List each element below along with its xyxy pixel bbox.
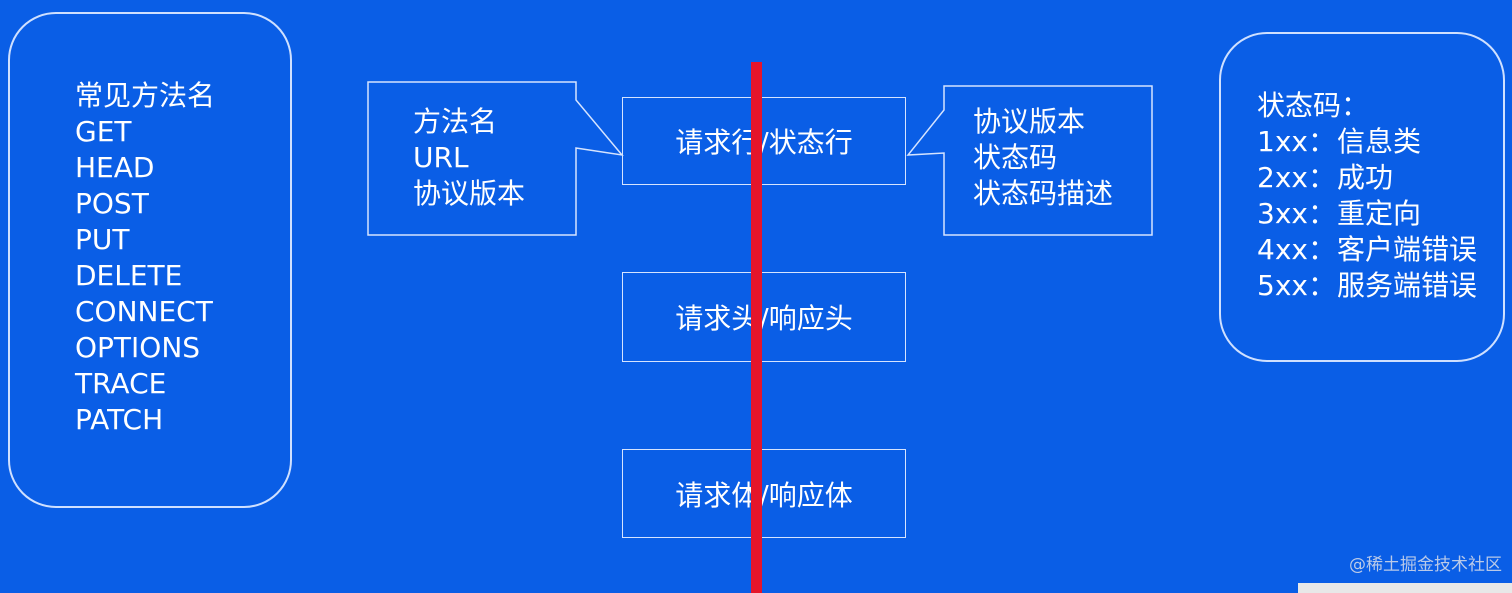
status-code-row: 4xx：客户端错误 <box>1257 232 1477 268</box>
status-code-row: 1xx：信息类 <box>1257 124 1477 160</box>
left-callout-shape <box>367 81 624 236</box>
method-item: OPTIONS <box>75 331 201 364</box>
body-label: 请求体/响应体 <box>675 478 853 512</box>
corner-strip <box>1298 583 1512 593</box>
start-line-box: 请求行/状态行 <box>622 97 906 185</box>
method-item: DELETE <box>75 259 183 292</box>
body-box: 请求体/响应体 <box>622 449 906 538</box>
method-item: TRACE <box>75 367 167 400</box>
status-code: 3xx： <box>1257 197 1336 230</box>
status-codes-list: 状态码： 1xx：信息类 2xx：成功 3xx：重定向 4xx：客户端错误 5x… <box>1257 88 1477 304</box>
callout-item: 状态码 <box>973 141 1058 174</box>
start-line-label: 请求行/状态行 <box>675 126 853 159</box>
callout-item: 协议版本 <box>973 105 1086 138</box>
status-desc: 服务端错误 <box>1337 269 1478 302</box>
method-item: GET <box>75 115 132 148</box>
status-codes-title: 状态码： <box>1257 89 1370 122</box>
status-code: 5xx： <box>1257 269 1336 302</box>
status-code: 4xx： <box>1257 233 1336 266</box>
status-code: 2xx： <box>1257 161 1336 194</box>
red-divider-line <box>751 62 762 593</box>
status-desc: 客户端错误 <box>1337 233 1478 266</box>
status-desc: 信息类 <box>1337 125 1422 158</box>
status-code-row: 3xx：重定向 <box>1257 196 1477 232</box>
callout-item: URL <box>413 141 469 174</box>
watermark: @稀土掘金技术社区 <box>1349 555 1502 575</box>
request-line-callout: 方法名 URL 协议版本 <box>413 104 525 212</box>
methods-title: 常见方法名 <box>75 79 216 112</box>
status-code-row: 5xx：服务端错误 <box>1257 268 1477 304</box>
method-item: HEAD <box>75 151 155 184</box>
status-code-row: 2xx：成功 <box>1257 160 1477 196</box>
status-desc: 重定向 <box>1337 197 1422 230</box>
status-line-callout: 协议版本 状态码 状态码描述 <box>973 104 1113 212</box>
right-callout-shape <box>906 85 1153 236</box>
callout-item: 状态码描述 <box>973 177 1114 210</box>
methods-panel <box>8 12 292 508</box>
callout-item: 方法名 <box>413 105 498 138</box>
method-item: POST <box>75 187 149 220</box>
status-code: 1xx： <box>1257 125 1336 158</box>
status-desc: 成功 <box>1337 161 1394 194</box>
method-item: PATCH <box>75 403 164 436</box>
headers-label: 请求头/响应头 <box>675 302 853 335</box>
status-codes-panel <box>1219 32 1505 362</box>
method-item: CONNECT <box>75 295 213 328</box>
headers-box: 请求头/响应头 <box>622 272 906 362</box>
method-item: PUT <box>75 223 130 256</box>
callout-item: 协议版本 <box>413 177 526 210</box>
methods-list: 常见方法名 GET HEAD POST PUT DELETE CONNECT O… <box>75 78 215 438</box>
